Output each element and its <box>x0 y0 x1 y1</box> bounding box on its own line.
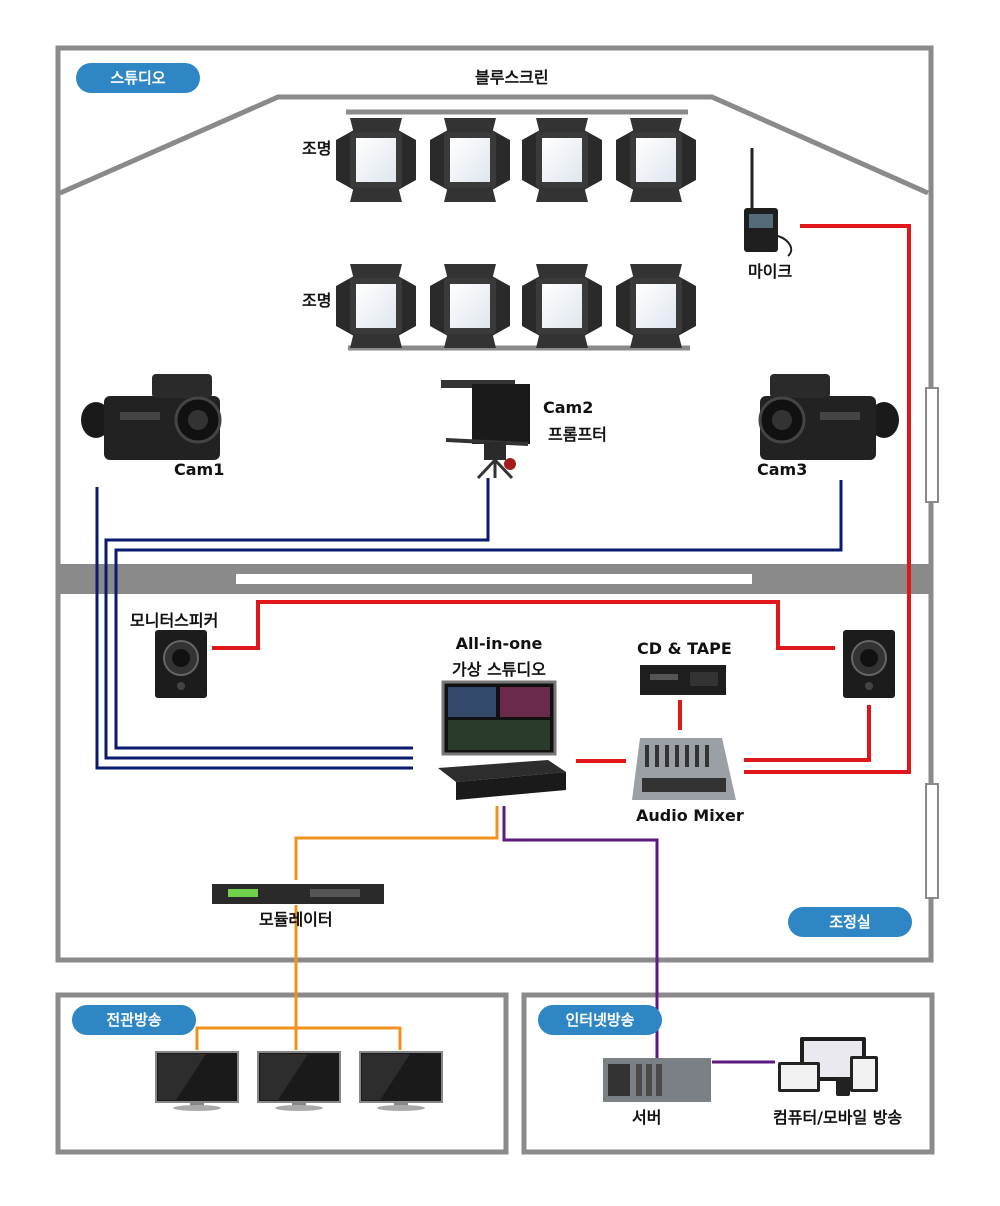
allinone-label: All-in-one <box>455 634 543 653</box>
cd-tape-deck-icon <box>640 665 726 695</box>
observation-window <box>236 574 752 584</box>
zone-control-room-badge: 조정실 <box>788 907 912 937</box>
video-cables <box>95 478 843 770</box>
zone-hall-broadcast-badge: 전관방송 <box>72 1005 196 1035</box>
audio-mixer-icon <box>632 738 736 800</box>
monitor-speaker-label: 모니터스피커 <box>130 611 219 630</box>
wireless-mic-icon <box>744 148 793 257</box>
modulator-label: 모듈레이터 <box>259 910 333 929</box>
cam3-camcorder-icon <box>758 374 899 460</box>
monitor-speaker-left-icon <box>154 629 208 699</box>
cam1-camcorder-icon <box>81 374 222 460</box>
bluescreen-label: 블루스크린 <box>475 68 549 87</box>
cam2-label: Cam2 <box>543 398 594 417</box>
lighting-row-top <box>336 118 696 202</box>
audio-cables <box>212 224 911 774</box>
prompter-label: 프롬프터 <box>548 425 607 444</box>
audio-mixer-label: Audio Mixer <box>636 806 744 825</box>
studio-room <box>55 45 934 963</box>
lighting-row-bottom <box>336 264 696 348</box>
computer-mobile-devices-icon <box>778 1037 878 1096</box>
hall-tv-icon <box>155 1051 443 1112</box>
hall-broadcast-room <box>55 992 509 1155</box>
cam2-prompter-icon <box>441 380 530 480</box>
virtual-studio-system-icon <box>438 680 566 800</box>
monitor-speaker-right-icon <box>842 629 896 699</box>
virtual-studio-label: 가상 스튜디오 <box>452 660 546 679</box>
internet-broadcast-room <box>521 992 935 1155</box>
rf-cables <box>195 806 499 1050</box>
cd-tape-label: CD & TAPE <box>637 639 732 658</box>
computer-mobile-label: 컴퓨터/모바일 방송 <box>773 1108 903 1127</box>
mic-label: 마이크 <box>748 262 793 281</box>
server-rack-icon <box>603 1058 711 1102</box>
server-label: 서버 <box>632 1108 662 1127</box>
modulator-rack-icon <box>212 884 384 904</box>
door-upper <box>925 387 939 503</box>
zone-studio-badge: 스튜디오 <box>76 63 200 93</box>
network-cables <box>502 806 775 1064</box>
door-lower <box>925 783 939 899</box>
cam3-label: Cam3 <box>757 460 808 479</box>
lighting-bottom-label: 조명 <box>302 291 332 310</box>
lighting-top-label: 조명 <box>302 139 332 158</box>
cam1-label: Cam1 <box>174 460 225 479</box>
zone-internet-broadcast-badge: 인터넷방송 <box>538 1005 662 1035</box>
